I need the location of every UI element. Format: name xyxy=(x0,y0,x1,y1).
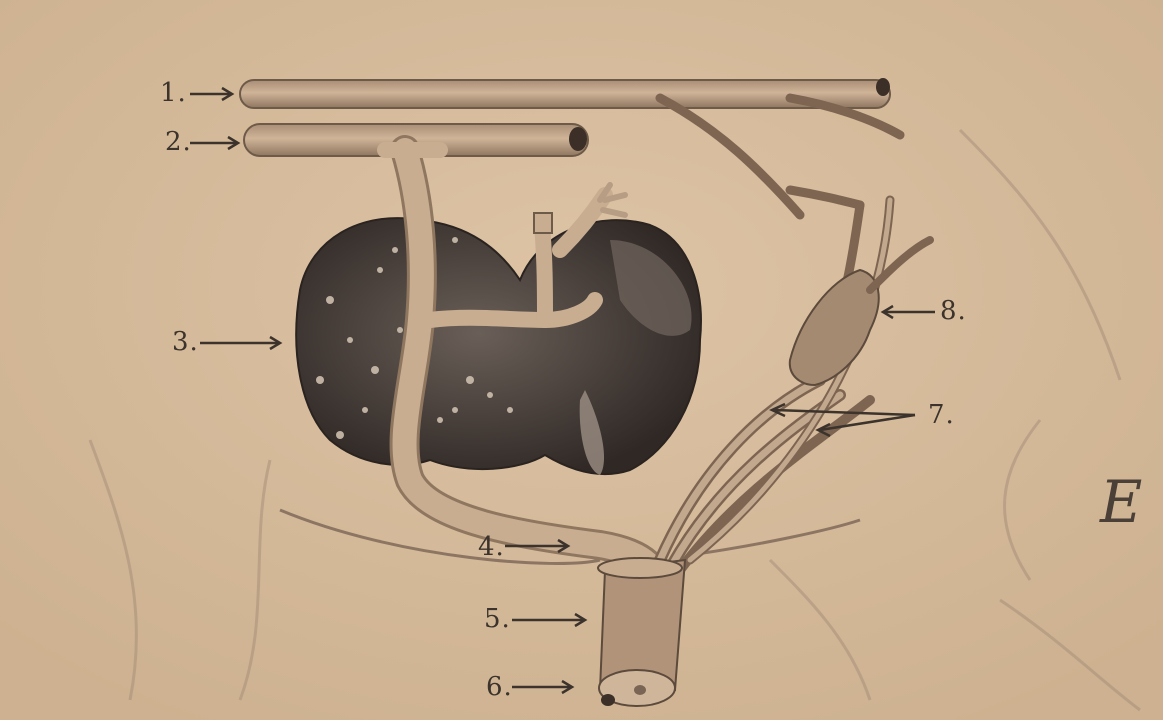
cut-end-6 xyxy=(599,670,675,706)
label-7: 7. xyxy=(928,400,955,430)
organ-vessel-stub xyxy=(534,213,552,233)
label-2: 2. xyxy=(165,127,192,157)
label-8: 8. xyxy=(940,296,967,326)
label-5: 5. xyxy=(484,604,511,634)
vessel-1 xyxy=(240,78,890,108)
label-3: 3. xyxy=(172,327,199,357)
label-1: 1. xyxy=(160,78,187,108)
artist-signature: E xyxy=(1100,468,1142,536)
label-6: 6. xyxy=(486,672,513,702)
central-organ xyxy=(296,218,701,475)
label-4: 4. xyxy=(478,532,505,562)
